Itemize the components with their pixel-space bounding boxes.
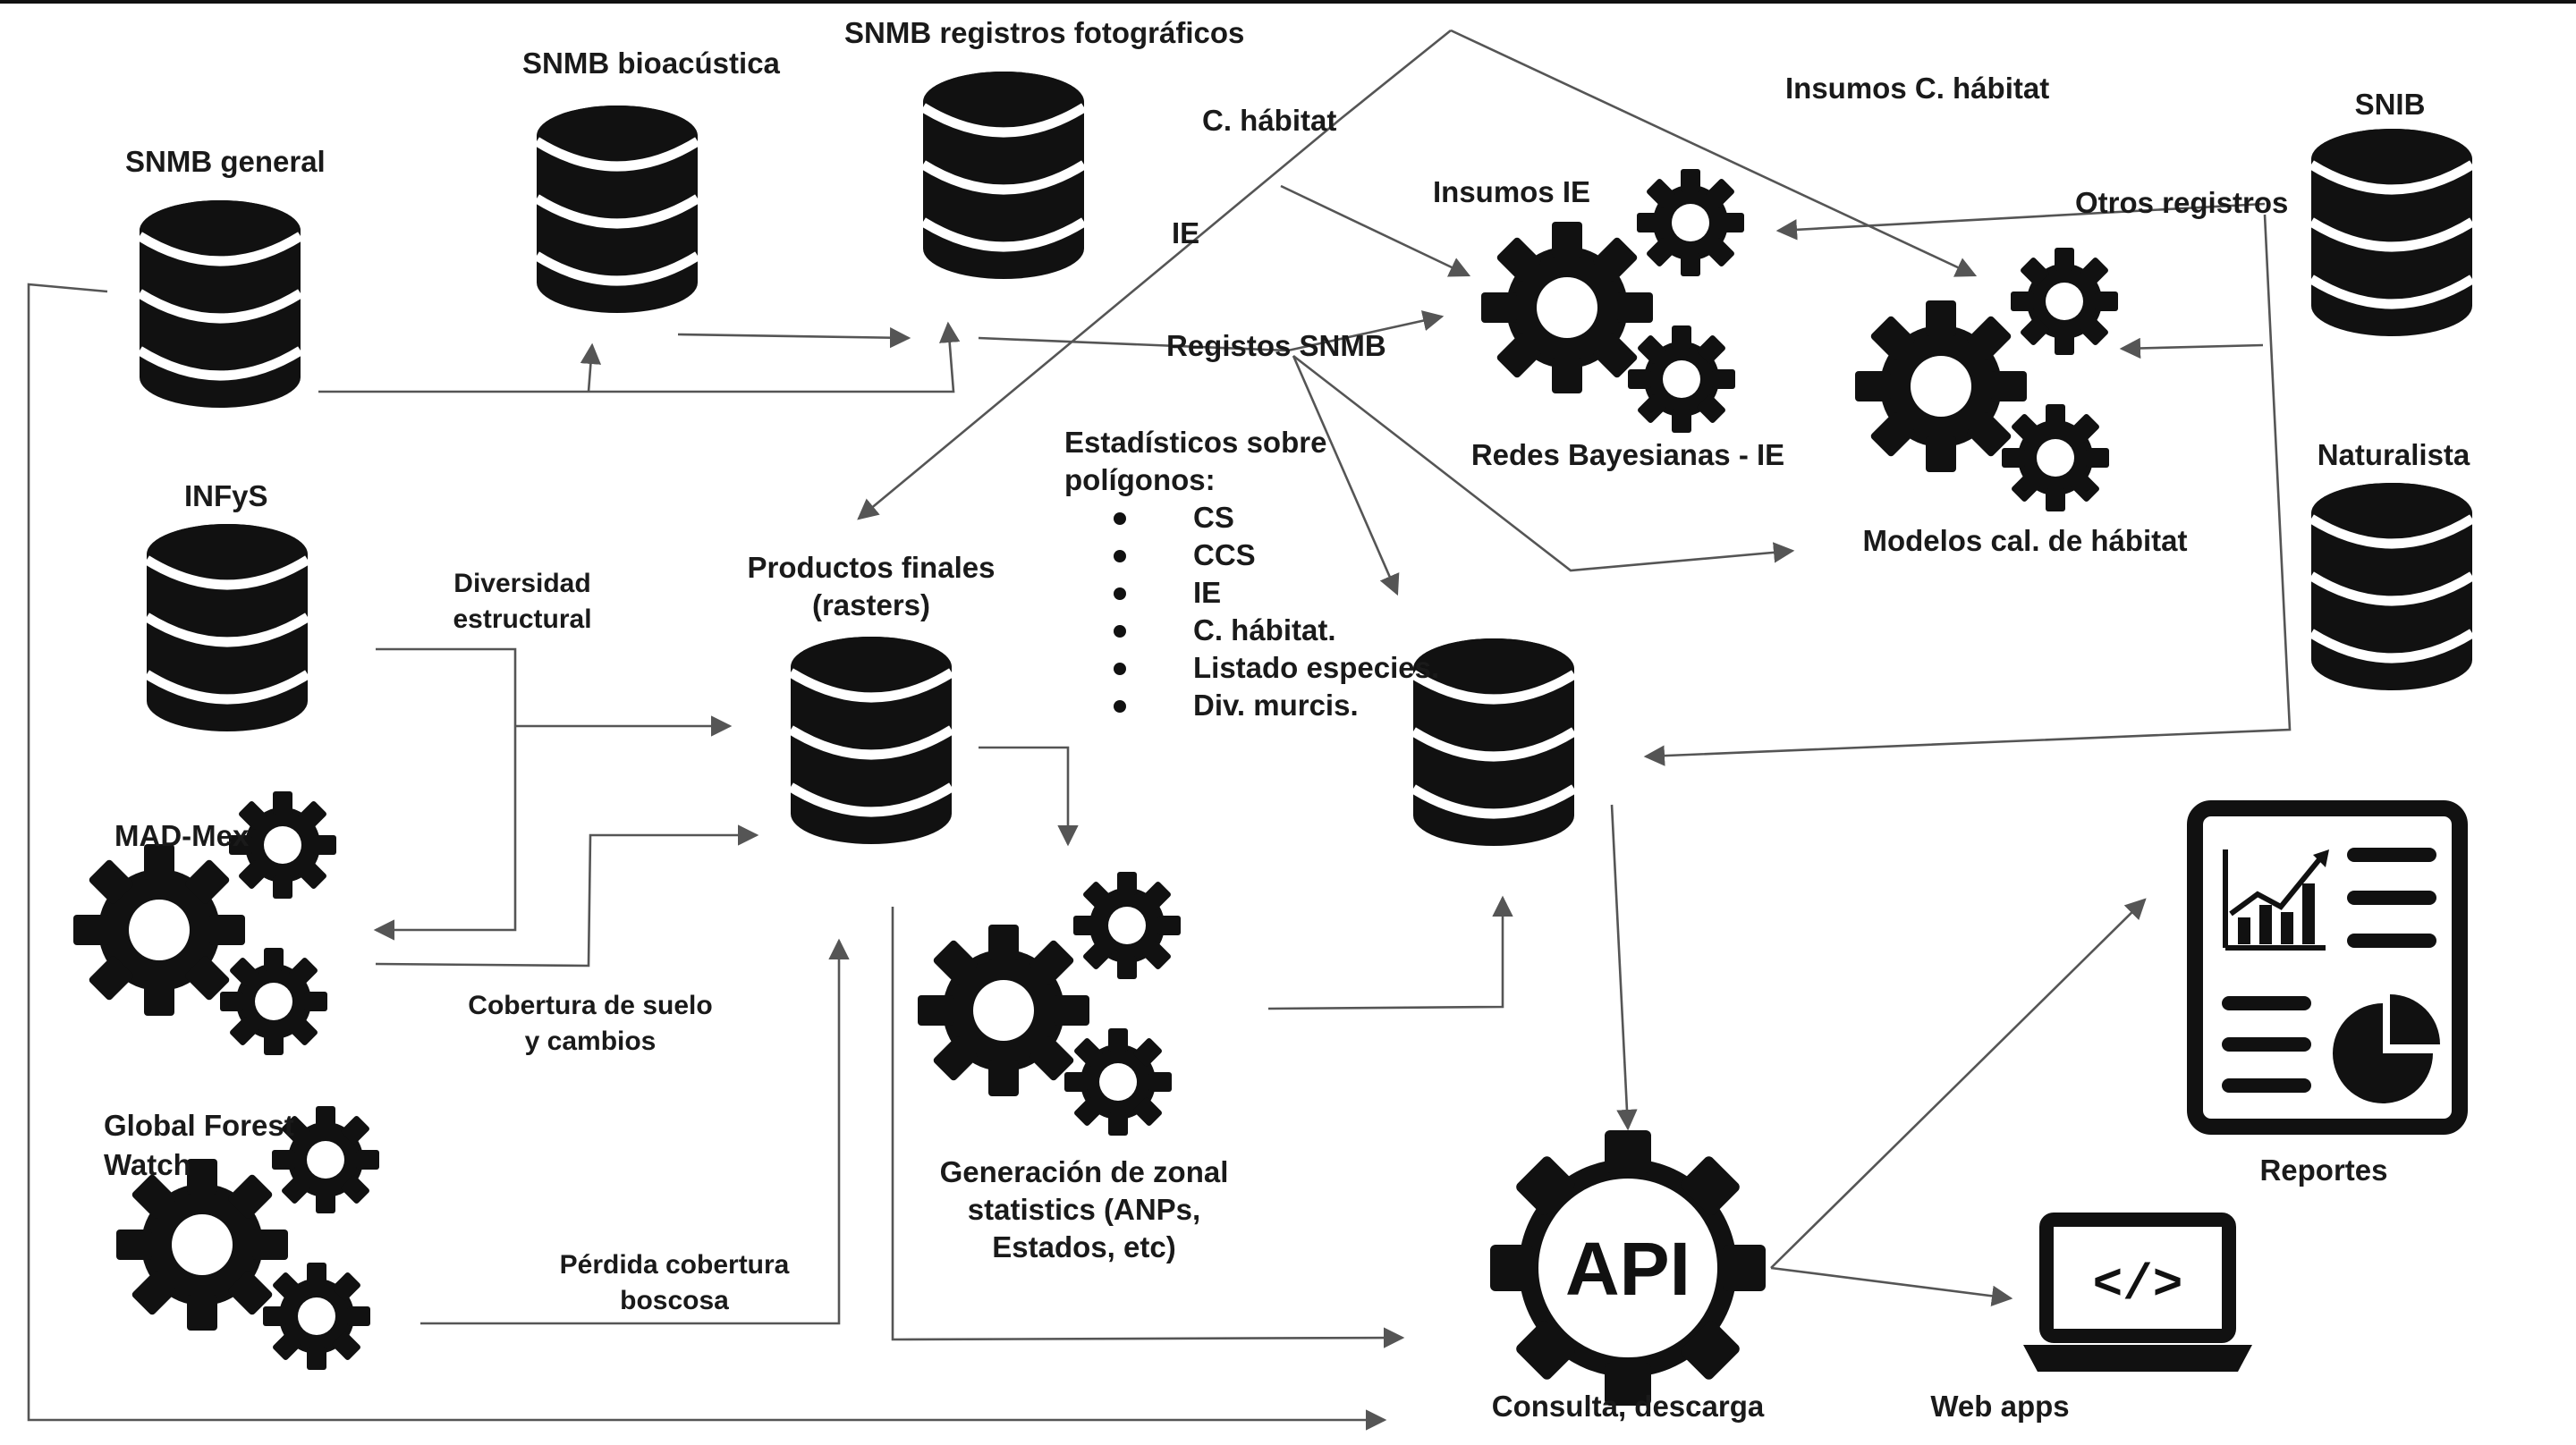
edge-insumos-ie-to-redes: [1280, 184, 1471, 277]
edge-zonal-to-db: [1267, 895, 1513, 1010]
top-border: [0, 0, 2576, 4]
database-icon: [2311, 129, 2472, 336]
database-snib: [2311, 129, 2472, 336]
gear-icon: [1481, 169, 1744, 433]
database-productos-finales: [791, 637, 952, 844]
edge-registros-to-db: [1292, 355, 1400, 596]
label-naturalista: Naturalista: [2318, 438, 2470, 471]
gears-modelos: [1855, 248, 2118, 511]
label-infys: INFyS: [184, 479, 268, 512]
svg-text:</>: </>: [2093, 1256, 2183, 1314]
edge-madmex-to-productos: [375, 824, 759, 968]
api-icon-text: API: [1565, 1227, 1690, 1311]
bullet-dot: [1114, 512, 1126, 525]
label-productos-line2: (rasters): [812, 588, 930, 621]
label-snmb-bioacustica: SNMB bioacústica: [522, 46, 781, 80]
database-snmb-general: [140, 200, 301, 408]
label-snmb-general: SNMB general: [125, 145, 326, 178]
edge-c-habitat-to-modelos: [1450, 29, 1978, 277]
edge-label-diversidad-1: Diversidad: [453, 569, 590, 598]
edge-label-perdida-2: boscosa: [620, 1286, 729, 1315]
database-infys: [147, 524, 308, 731]
edge-productos-to-zonal: [979, 746, 1079, 847]
report-icon: [2187, 800, 2468, 1135]
edge-label-registros-snmb: Registos SNMB: [1166, 329, 1386, 362]
label-gfw-line1: Global Forest: [104, 1109, 294, 1142]
label-snmb-fotograficos: SNMB registros fotográficos: [844, 16, 1244, 49]
stats-block: Estadísticos sobre polígonos: CS CCS IE C. …: [1064, 426, 1439, 722]
edge-api-to-webapps: [1770, 1266, 2013, 1306]
gears-zonal: [918, 872, 1181, 1136]
stats-item: C. hábitat.: [1193, 613, 1336, 646]
gears-gfw: [116, 1106, 379, 1370]
database-icon: [147, 524, 308, 731]
stats-heading-1: Estadísticos sobre: [1064, 426, 1326, 459]
bullet-dot: [1114, 663, 1126, 675]
bullet-dot: [1114, 700, 1126, 713]
edge-label-cobertura-1: Cobertura de suelo: [468, 991, 712, 1020]
edge-ie-to-productos: [857, 29, 1452, 520]
stats-item: IE: [1193, 576, 1221, 609]
label-madmex: MAD-Mex: [114, 819, 250, 852]
edge-label-c-habitat: C. hábitat: [1202, 104, 1336, 137]
label-snib: SNIB: [2355, 88, 2426, 121]
database-snmb-bioacustica: [537, 106, 698, 313]
stats-item: Listado especies.: [1193, 651, 1439, 684]
stats-heading-2: polígonos:: [1064, 463, 1216, 496]
edge-snmb-general-to-api: [27, 283, 1387, 1431]
label-zonal-line3: Estados, etc): [992, 1230, 1175, 1263]
edge-otros-registros-to-redes: [1775, 202, 2266, 241]
database-icon: [791, 637, 952, 844]
edge-label-ie: IE: [1172, 216, 1199, 249]
database-icon: [140, 200, 301, 408]
database-icon: [923, 72, 1084, 279]
bullet-dot: [1114, 625, 1126, 638]
label-productos-line1: Productos finales: [748, 551, 996, 584]
edge-otros-registros-to-db: [1643, 214, 2292, 766]
label-api: Consulta, descarga: [1492, 1390, 1765, 1423]
label-modelos: Modelos cal. de hábitat: [1862, 524, 2187, 557]
edge-productos-to-api: [891, 907, 1405, 1348]
bullet-dot: [1114, 587, 1126, 600]
edge-gfw-to-productos: [420, 938, 850, 1325]
label-reportes: Reportes: [2259, 1153, 2387, 1187]
edge-registros-to-modelos: [1292, 354, 1795, 572]
gear-icon: [1855, 248, 2118, 511]
edge-label-insumos-c-habitat: Insumos C. hábitat: [1785, 72, 2049, 105]
database-naturalista: [2311, 483, 2472, 690]
edge-snmb-general-to-fotos: [580, 342, 602, 393]
label-gfw-line2: Watch: [104, 1148, 191, 1181]
edges: [27, 29, 2292, 1431]
edge-registros-snmb-to-redes: [978, 310, 1445, 352]
edge-label-otros-registros: Otros registros: [2075, 186, 2288, 219]
edge-label-cobertura-2: y cambios: [525, 1027, 657, 1056]
edge-infys-to-productos: [373, 647, 517, 941]
database-snmb-fotograficos: [923, 72, 1084, 279]
edge-snib-to-modelos: [2119, 337, 2264, 359]
stats-list: CS CCS IE C. hábitat. Listado especies. Div. …: [1114, 501, 1439, 722]
edge-snmb-general-to-bioacustica: [318, 321, 961, 393]
edge-db-to-api: [1610, 804, 1638, 1131]
edge-label-perdida-1: Pérdida cobertura: [560, 1250, 790, 1280]
database-icon: [537, 106, 698, 313]
stats-item: CCS: [1193, 538, 1256, 571]
stats-item: CS: [1193, 501, 1234, 534]
label-webapps: Web apps: [1930, 1390, 2069, 1423]
label-redes: Redes Bayesianas - IE: [1471, 438, 1784, 471]
edge-label-insumos-ie: Insumos IE: [1433, 175, 1590, 208]
edge-label-diversidad-2: estructural: [453, 604, 591, 634]
api-icon: API: [1490, 1130, 1766, 1406]
gear-icon: [116, 1106, 379, 1370]
database-icon: [2311, 483, 2472, 690]
edge-bioacustica-to-redes: [677, 326, 911, 349]
gears-redes: [1481, 169, 1744, 433]
bullet-dot: [1114, 550, 1126, 562]
gear-icon: [918, 872, 1181, 1136]
label-zonal-line2: statistics (ANPs,: [968, 1193, 1200, 1226]
laptop-code-icon: </>: [2023, 1213, 2252, 1372]
stats-item: Div. murcis.: [1193, 689, 1359, 722]
edge-api-to-reportes: [1770, 898, 2147, 1269]
label-zonal-line1: Generación de zonal: [940, 1155, 1229, 1188]
